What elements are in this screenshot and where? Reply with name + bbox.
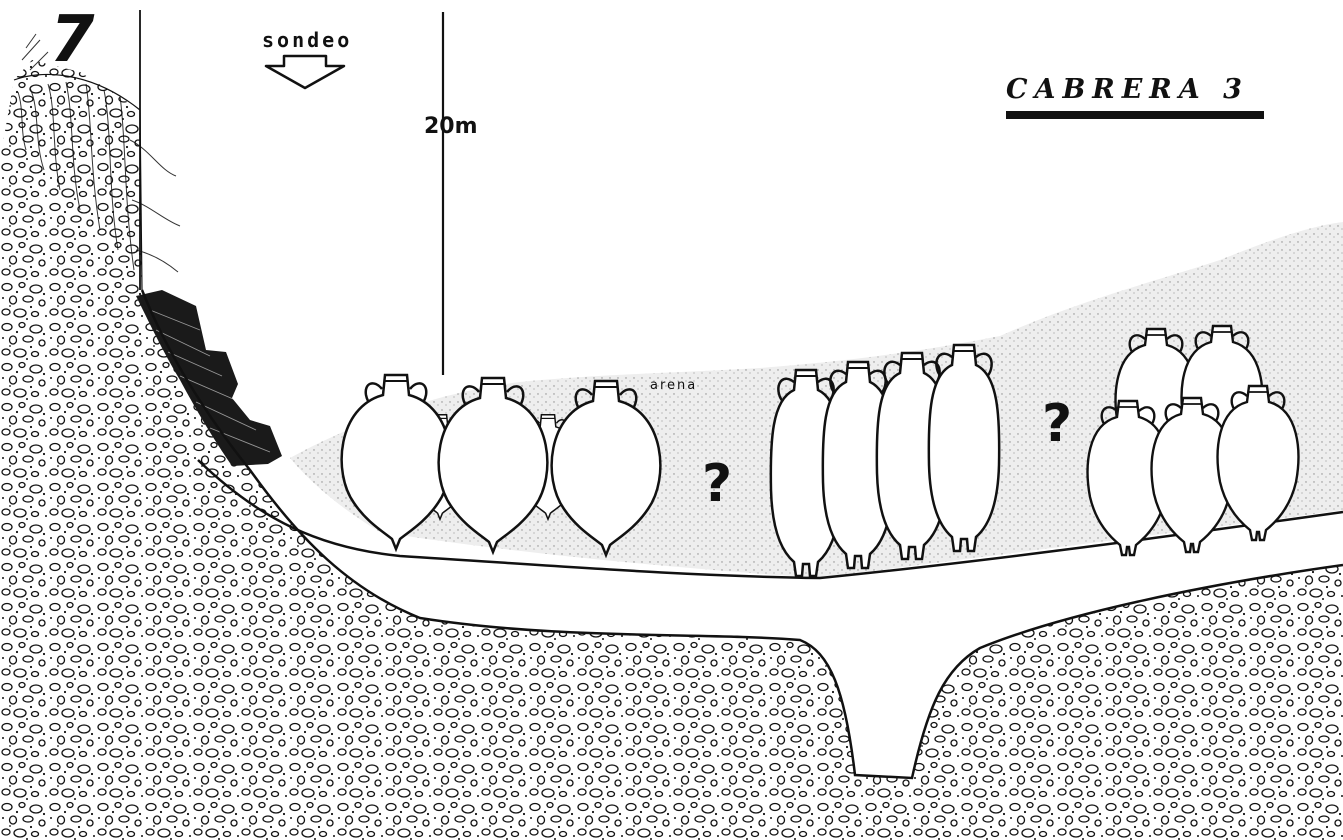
title-underline [1006,111,1264,119]
figure-number: 7 [50,8,95,72]
figure-title: CABRERA 3 [1006,74,1249,105]
sondeo-label: sondeo [262,28,352,52]
amphora-group-globular [342,375,661,555]
arena-label: arena [650,378,697,393]
unknown-marker: ? [1042,398,1072,450]
unknown-marker: ? [702,458,732,510]
scale-label: 20m [424,114,478,139]
